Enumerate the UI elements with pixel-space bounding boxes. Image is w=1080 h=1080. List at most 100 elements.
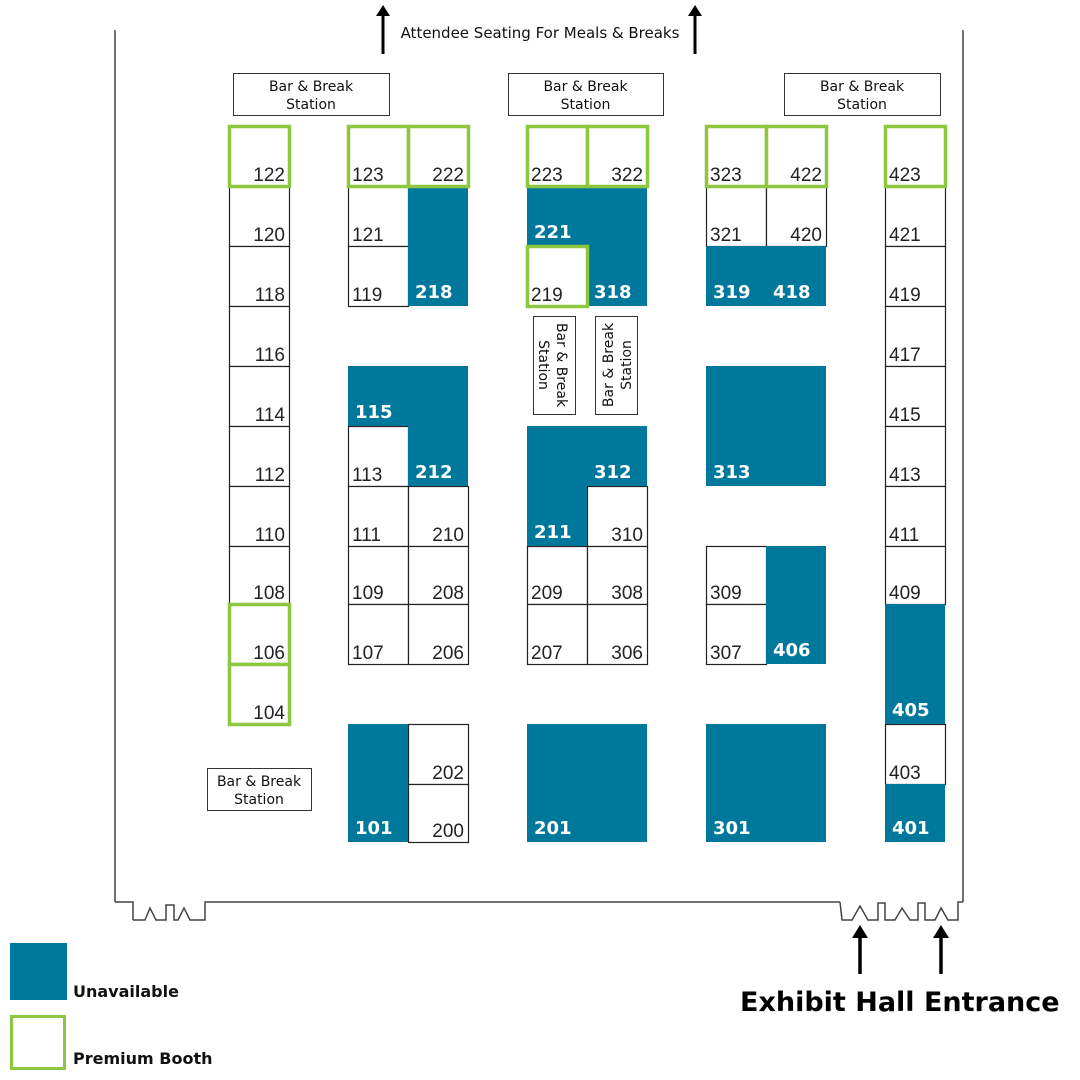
booth-116[interactable]: 116 — [228, 305, 291, 368]
booth-111[interactable]: 111 — [347, 485, 410, 548]
booth-109[interactable]: 109 — [347, 545, 410, 606]
booth-420[interactable]: 420 — [765, 185, 828, 248]
booth-411[interactable]: 411 — [884, 485, 947, 548]
booth-unavailable-fill — [527, 426, 587, 546]
booth-422[interactable]: 422 — [764, 124, 829, 189]
booth-415[interactable]: 415 — [884, 365, 947, 428]
booth-outline — [705, 545, 768, 606]
booth-218[interactable]: 218 — [408, 186, 468, 306]
booth-number: 119 — [352, 285, 382, 306]
booth-number: 223 — [531, 165, 563, 186]
booth-122[interactable]: 122 — [227, 124, 292, 189]
booth-310[interactable]: 310 — [586, 485, 649, 548]
booth-number: 200 — [432, 821, 464, 842]
booth-223[interactable]: 223 — [525, 124, 590, 189]
booth-119[interactable]: 119 — [347, 245, 410, 308]
booth-number: 121 — [352, 225, 384, 246]
booth-outline — [228, 485, 291, 548]
booth-418[interactable]: 418 — [766, 246, 826, 306]
booth-number: 123 — [352, 165, 384, 186]
booth-114[interactable]: 114 — [228, 365, 291, 428]
booth-322[interactable]: 322 — [585, 124, 650, 189]
booth-200[interactable]: 200 — [407, 783, 470, 844]
booth-number: 122 — [253, 165, 285, 186]
booth-207[interactable]: 207 — [526, 603, 589, 666]
booth-premium-outline — [227, 124, 292, 189]
booth-number: 101 — [355, 818, 393, 839]
booth-319[interactable]: 319 — [706, 246, 766, 306]
booth-306[interactable]: 306 — [586, 603, 649, 666]
booth-107[interactable]: 107 — [347, 603, 410, 666]
booth-123[interactable]: 123 — [346, 124, 411, 189]
booth-number: 322 — [611, 165, 643, 186]
seating-arrow-right — [688, 5, 702, 54]
booth-209[interactable]: 209 — [526, 545, 589, 606]
booth-number: 306 — [611, 643, 643, 664]
booth-101[interactable]: 101 — [348, 724, 408, 842]
booth-222[interactable]: 222 — [406, 124, 471, 189]
booth-401[interactable]: 401 — [885, 784, 945, 842]
entrance-label: Exhibit Hall Entrance — [740, 987, 1060, 1018]
booth-number: 118 — [255, 285, 285, 306]
booth-104[interactable]: 104 — [227, 662, 292, 727]
booth-number: 104 — [253, 703, 285, 724]
booth-number: 115 — [355, 402, 393, 423]
booth-409[interactable]: 409 — [884, 545, 947, 606]
booth-208[interactable]: 208 — [407, 545, 470, 606]
booth-221[interactable]: 221 — [527, 186, 587, 246]
booth-number: 207 — [531, 643, 563, 664]
booth-113[interactable]: 113 — [347, 425, 410, 488]
booth-premium-outline — [704, 124, 769, 189]
booth-106[interactable]: 106 — [227, 602, 292, 667]
booth-number: 113 — [352, 465, 382, 486]
booth-outline — [884, 365, 947, 428]
booth-318[interactable]: 318 — [587, 186, 647, 306]
booth-212[interactable]: 212 — [408, 366, 468, 486]
booth-118[interactable]: 118 — [228, 245, 291, 308]
booth-417[interactable]: 417 — [884, 305, 947, 368]
booth-121[interactable]: 121 — [347, 185, 410, 248]
booth-323[interactable]: 323 — [704, 124, 769, 189]
booth-312[interactable]: 312 — [587, 426, 647, 486]
booth-419[interactable]: 419 — [884, 245, 947, 308]
booth-421[interactable]: 421 — [884, 185, 947, 248]
booth-number: 401 — [892, 818, 930, 839]
booth-unavailable-fill — [706, 724, 826, 842]
booth-210[interactable]: 210 — [407, 485, 470, 548]
booth-number: 321 — [710, 225, 742, 246]
booth-115[interactable]: 115 — [348, 366, 408, 426]
booth-number: 211 — [534, 522, 572, 543]
booth-number: 422 — [790, 165, 822, 186]
booth-202[interactable]: 202 — [407, 723, 470, 786]
booth-219[interactable]: 219 — [525, 244, 590, 309]
booth-201[interactable]: 201 — [527, 724, 647, 842]
booth-413[interactable]: 413 — [884, 425, 947, 488]
booth-112[interactable]: 112 — [228, 425, 291, 488]
booth-321[interactable]: 321 — [705, 185, 768, 248]
booth-120[interactable]: 120 — [228, 185, 291, 248]
booth-308[interactable]: 308 — [586, 545, 649, 606]
booth-110[interactable]: 110 — [228, 485, 291, 548]
booth-405[interactable]: 405 — [885, 604, 945, 724]
booth-206[interactable]: 206 — [407, 603, 470, 666]
booth-301[interactable]: 301 — [706, 724, 826, 842]
booth-outline — [526, 545, 589, 606]
booth-number: 308 — [611, 583, 643, 604]
booth-403[interactable]: 403 — [884, 723, 947, 786]
booth-309[interactable]: 309 — [705, 545, 768, 606]
booth-307[interactable]: 307 — [705, 603, 768, 666]
booth-406[interactable]: 406 — [766, 546, 826, 664]
booth-423[interactable]: 423 — [883, 124, 948, 189]
booth-108[interactable]: 108 — [228, 545, 291, 606]
booth-outline — [586, 545, 649, 606]
entrance-arrow-right — [933, 925, 949, 974]
booth-number: 411 — [889, 525, 919, 546]
booth-313[interactable]: 313 — [706, 366, 826, 486]
booth-211[interactable]: 211 — [527, 426, 587, 546]
